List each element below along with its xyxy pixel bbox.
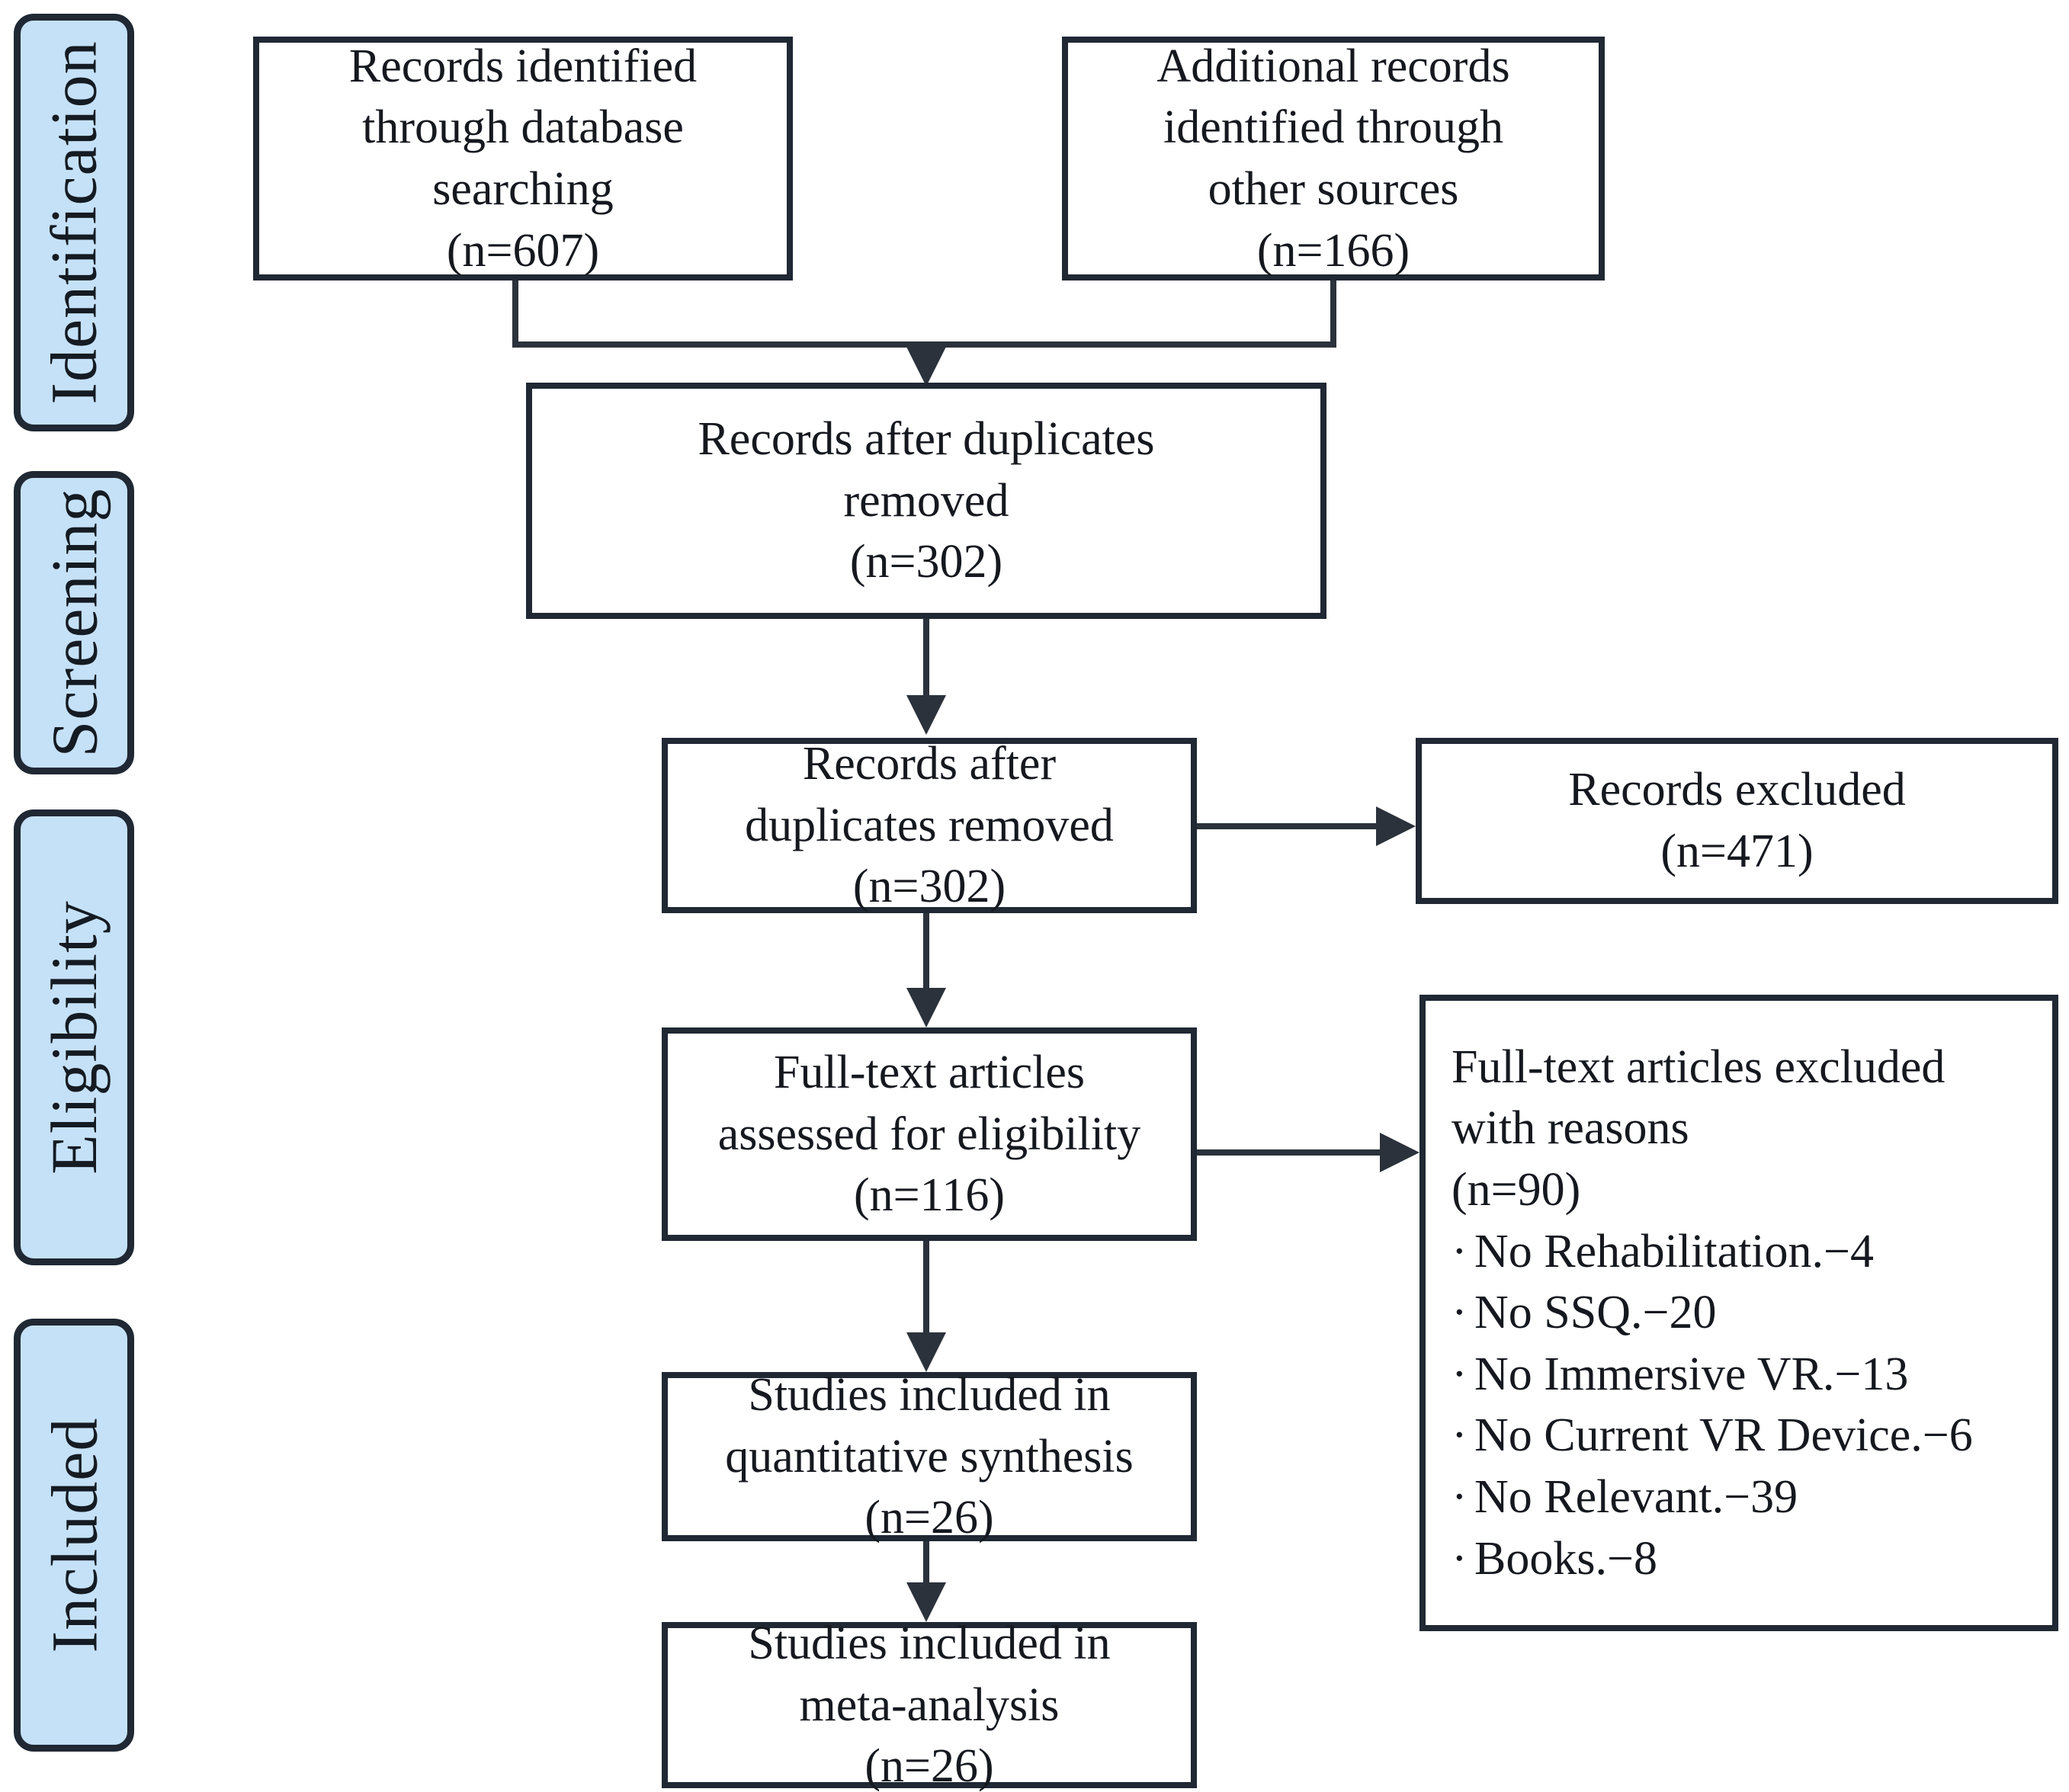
node-count: (n=26) (864, 1492, 994, 1544)
node-line: with reasons (1452, 1102, 1689, 1155)
arrow-down-to-quant-synthesis (906, 1332, 946, 1372)
bullet-icon: · (1452, 1225, 1468, 1277)
connector-quant-stem (923, 1541, 929, 1599)
node-studies-included-meta-analysis: Studies included in meta-analysis (n=26) (662, 1617, 1197, 1792)
bullet-icon: · (1452, 1470, 1468, 1523)
node-count: (n=90) (1452, 1164, 1581, 1217)
connector-dedup2-stem (923, 913, 929, 995)
node-count: (n=26) (864, 1740, 994, 1792)
node-line: duplicates removed (745, 799, 1114, 851)
node-line: through database (362, 101, 684, 154)
arrow-right-to-records-excluded (1376, 806, 1416, 846)
node-count: (n=302) (852, 861, 1006, 913)
stage-identification-label: Identification (37, 40, 111, 405)
node-count: (n=607) (446, 224, 600, 277)
exclusion-reason-item: ·Books.−8 (1452, 1528, 1973, 1590)
node-count: (n=302) (849, 536, 1003, 588)
node-line: Records after (802, 738, 1057, 790)
exclusion-reason-text: No SSQ.−20 (1474, 1287, 1717, 1339)
node-fulltext-assessed-for-eligibility: Full-text articles assessed for eligibil… (662, 1027, 1197, 1241)
node-records-identified-database: Records identified through database sear… (253, 37, 793, 281)
stage-included: Included (14, 1319, 134, 1752)
stage-identification: Identification (14, 14, 134, 431)
arrow-right-to-fulltext-excluded (1380, 1133, 1419, 1172)
node-line: Records after duplicates (698, 413, 1155, 466)
node-fulltext-excluded-with-reasons: Full-text articles excluded with reasons… (1419, 995, 2058, 1631)
exclusion-reason-item: ·No Rehabilitation.−4 (1452, 1221, 1973, 1283)
arrow-down-to-dedup1 (906, 347, 946, 386)
node-line: meta-analysis (799, 1678, 1060, 1731)
node-line: Full-text articles excluded (1452, 1040, 1946, 1093)
node-line: other sources (1208, 163, 1459, 215)
node-records-after-duplicates-removed-1: Records after duplicates removed (n=302) (526, 383, 1326, 619)
exclusion-reason-text: No Current VR Device.−6 (1474, 1409, 1973, 1462)
stage-eligibility: Eligibility (14, 809, 134, 1265)
stage-included-label: Included (37, 1417, 111, 1653)
exclusion-reason-list: ·No Rehabilitation.−4 ·No SSQ.−20 ·No Im… (1452, 1221, 1973, 1590)
node-line: assessed for eligibility (717, 1108, 1141, 1160)
bullet-icon: · (1452, 1287, 1468, 1339)
node-records-identified-other-sources: Additional records identified through ot… (1062, 37, 1605, 281)
node-line: Studies included in (748, 1369, 1111, 1422)
exclusion-reason-text: No Immersive VR.−13 (1474, 1348, 1909, 1400)
arrow-down-to-meta-analysis (906, 1582, 946, 1622)
exclusion-reason-item: ·No Current VR Device.−6 (1452, 1405, 1973, 1467)
connector-to-fulltext-excluded (1197, 1149, 1384, 1156)
node-line: Studies included in (748, 1617, 1111, 1670)
node-line: Records excluded (1568, 764, 1906, 816)
connector-other-stem (1330, 281, 1336, 348)
node-line: searching (432, 163, 614, 215)
node-line: quantitative synthesis (725, 1430, 1134, 1483)
exclusion-reason-text: Books.−8 (1474, 1532, 1657, 1585)
connector-to-records-excluded (1197, 823, 1380, 829)
stage-screening: Screening (14, 471, 134, 774)
node-count: (n=471) (1660, 825, 1814, 877)
node-line: Additional records (1156, 40, 1510, 92)
exclusion-reason-item: ·No SSQ.−20 (1452, 1282, 1973, 1344)
node-line: removed (843, 474, 1009, 527)
node-line: identified through (1163, 101, 1503, 154)
exclusion-reason-item: ·No Relevant.−39 (1452, 1467, 1973, 1528)
node-count: (n=166) (1256, 224, 1410, 277)
exclusion-reason-text: No Rehabilitation.−4 (1474, 1225, 1875, 1277)
arrow-down-to-fulltext-assessed (906, 988, 946, 1027)
node-line: Records identified (348, 40, 698, 92)
bullet-icon: · (1452, 1348, 1468, 1400)
bullet-icon: · (1452, 1409, 1468, 1462)
stage-eligibility-label: Eligibility (37, 900, 111, 1175)
arrow-down-to-dedup2 (906, 695, 946, 735)
connector-fulltext-stem (923, 1241, 929, 1334)
node-studies-included-quantitative-synthesis: Studies included in quantitative synthes… (662, 1369, 1197, 1544)
connector-db-stem (512, 281, 518, 348)
node-records-excluded: Records excluded (n=471) (1416, 738, 2058, 904)
exclusion-reason-text: No Relevant.−39 (1474, 1470, 1798, 1523)
node-count: (n=116) (854, 1169, 1005, 1222)
exclusion-reason-item: ·No Immersive VR.−13 (1452, 1344, 1973, 1406)
stage-screening-label: Screening (37, 488, 111, 758)
node-records-after-duplicates-removed-2: Records after duplicates removed (n=302) (662, 738, 1197, 913)
node-line: Full-text articles (773, 1047, 1086, 1099)
bullet-icon: · (1452, 1532, 1468, 1585)
connector-dedup1-stem (923, 619, 929, 701)
